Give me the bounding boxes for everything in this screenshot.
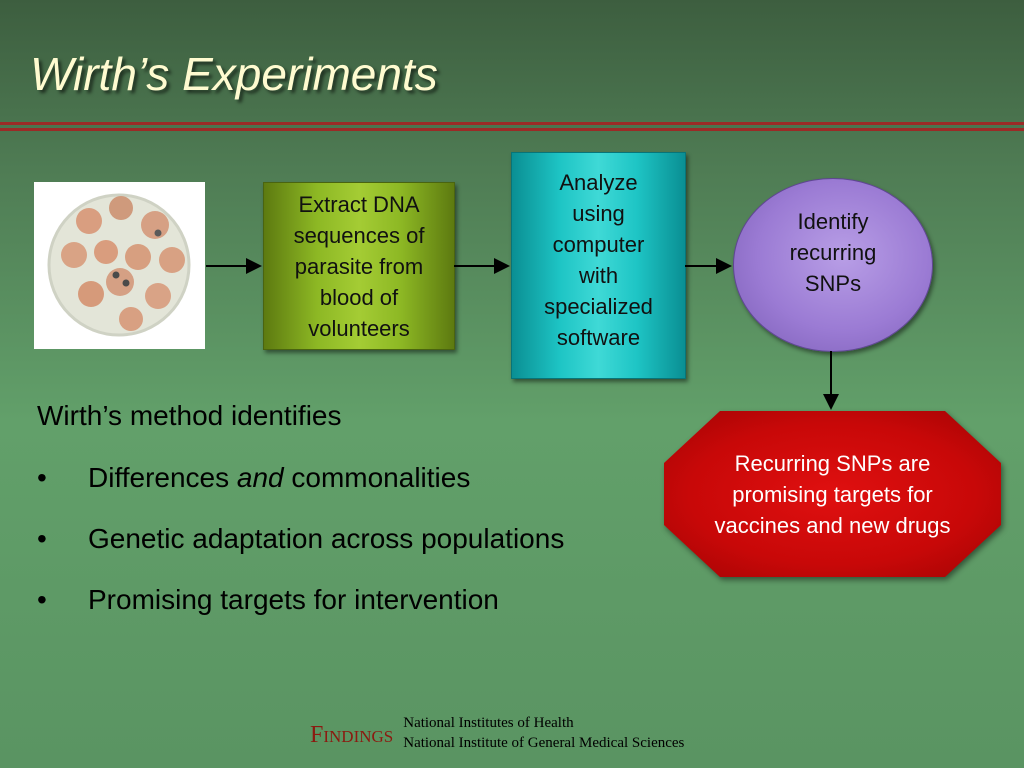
flow-step-extract-dna: Extract DNA sequences of parasite from b… bbox=[263, 182, 455, 350]
slide-title: Wirth’s Experiments bbox=[30, 48, 438, 100]
flow-step-extract-dna-label: Extract DNA sequences of parasite from b… bbox=[293, 191, 425, 341]
flow-step-identify-snps: Identify recurring SNPs bbox=[733, 178, 933, 352]
bullet-promising-targets-text: Promising targets for intervention bbox=[88, 584, 499, 615]
bullet-differences-text-start: Differences bbox=[88, 462, 237, 493]
title-divider-bottom bbox=[0, 128, 1024, 131]
bullet-differences-text-end: commonalities bbox=[283, 462, 471, 493]
footer-nih: National Institutes of Health bbox=[403, 715, 574, 731]
bullet-promising-targets: • Promising targets for intervention bbox=[37, 580, 588, 620]
bullet-genetic-adaptation-text: Genetic adaptation across populations bbox=[88, 523, 565, 554]
footer: Findings National Institutes of Health N… bbox=[310, 713, 684, 753]
bullet-differences-emphasis: and bbox=[236, 462, 284, 493]
bullet-marker: • bbox=[37, 462, 47, 493]
method-bullets: • Differences and commonalities • Geneti… bbox=[37, 458, 588, 641]
flow-outcome-targets-label: Recurring SNPs are promising targets for… bbox=[714, 450, 951, 538]
bullet-marker: • bbox=[37, 523, 47, 554]
bullet-genetic-adaptation: • Genetic adaptation across populations bbox=[37, 519, 588, 559]
flow-step-identify-snps-label: Identify recurring SNPs bbox=[789, 208, 877, 296]
method-intro: Wirth’s method identifies bbox=[37, 400, 342, 431]
bullet-differences: • Differences and commonalities bbox=[37, 458, 588, 498]
findings-logo: Findings bbox=[310, 722, 394, 748]
flow-step-analyze: Analyze using computer with specialized … bbox=[511, 152, 686, 379]
footer-nigms: National Institute of General Medical Sc… bbox=[403, 735, 685, 751]
bullet-marker: • bbox=[37, 584, 47, 615]
footer-credits: National Institutes of Health National I… bbox=[403, 713, 684, 753]
flow-outcome-targets: Recurring SNPs are promising targets for… bbox=[664, 411, 1001, 577]
blood-smear-image bbox=[34, 182, 205, 349]
title-divider-top bbox=[0, 122, 1024, 125]
flow-step-analyze-label: Analyze using computer with specialized … bbox=[544, 169, 653, 350]
